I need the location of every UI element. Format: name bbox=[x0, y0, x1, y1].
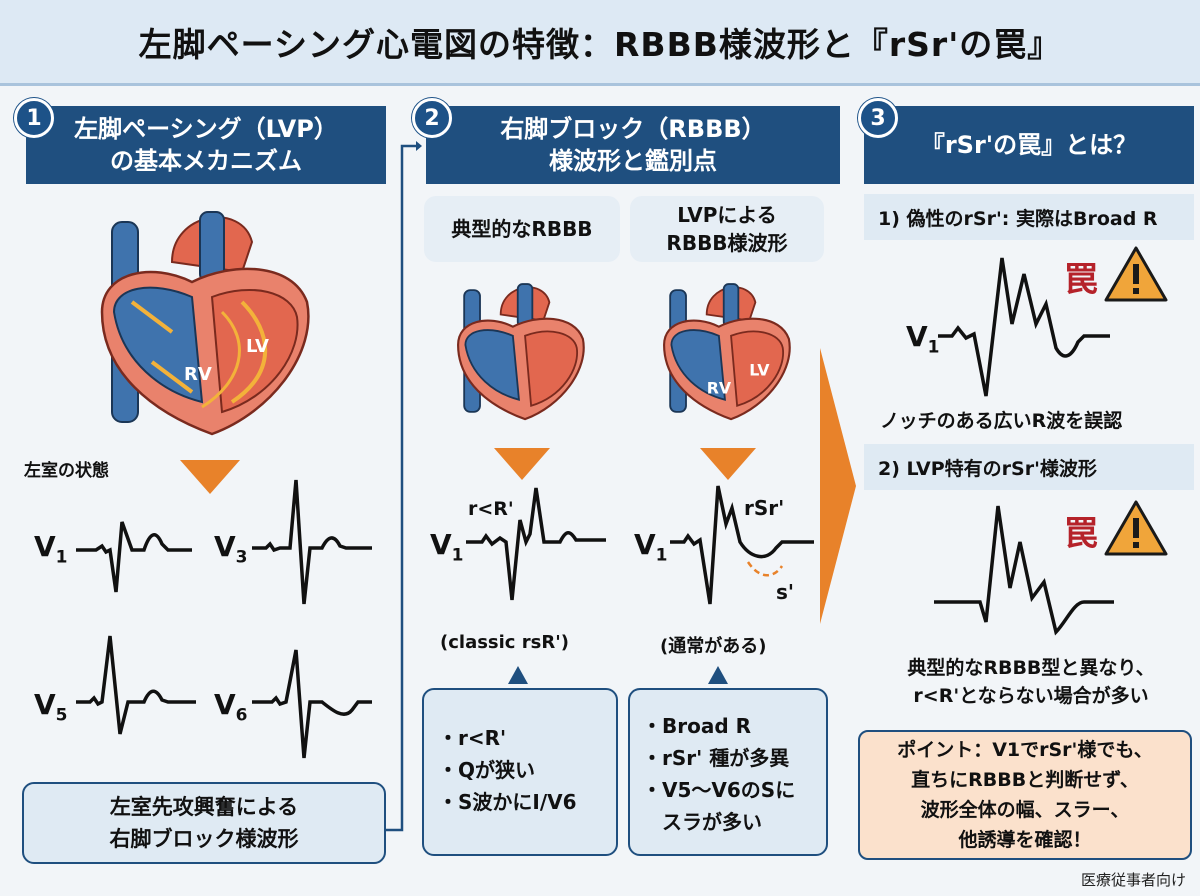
point-line: ポイント：V1でrSr'様でも、 bbox=[897, 739, 1153, 761]
heart-label-lv: LV bbox=[246, 336, 269, 357]
lvp-bullet: スラが多い bbox=[642, 810, 762, 834]
warning-icon bbox=[1104, 246, 1168, 302]
trap1-subheader: 1) 偽性のrSr': 実際はBroad R bbox=[864, 194, 1194, 240]
typical-bullet-list: ・r<R' ・Qが狭い ・S波かにI/V6 bbox=[438, 722, 577, 818]
panel2-header-line1: 右脚ブロック（RBBB） bbox=[500, 115, 766, 143]
down-arrow-icon-typical bbox=[494, 448, 550, 480]
trap1-description: ノッチのある広いR波を誤認 bbox=[880, 410, 1123, 432]
panel1-header: 左脚ペーシング（LVP） の基本メカニズム bbox=[26, 106, 386, 184]
trap1-kanji: 罠 bbox=[1064, 260, 1098, 300]
lvp-rbbb-title-line2: RBBB様波形 bbox=[666, 231, 788, 255]
trap2-description-line2: r<R'とならない場合が多い bbox=[913, 685, 1149, 707]
panel2-header: 右脚ブロック（RBBB） 様波形と鑑別点 bbox=[426, 106, 840, 184]
big-right-arrow-icon bbox=[820, 348, 856, 624]
ecg-trace-typical-rbbb bbox=[466, 487, 606, 601]
step-badge-3: 3 bbox=[858, 98, 898, 138]
heart2-label-lv: LV bbox=[749, 360, 770, 379]
typical-bullet: ・Qが狭い bbox=[438, 758, 536, 782]
lvp-summary-line2: 右脚ブロック様波形 bbox=[109, 827, 299, 851]
panel-rsr-trap: 3 『rSr'の罠』とは？ 1) 偽性のrSr': 実際はBroad R 罠 V… bbox=[852, 92, 1200, 876]
lead-label-v6: V6 bbox=[214, 688, 248, 726]
lvp-rbbb-title: LVPによる RBBB様波形 bbox=[630, 196, 824, 262]
point-box: ポイント：V1でrSr'様でも、 直ちにRBBBと判断せず、 波形全体の幅、スラ… bbox=[858, 730, 1192, 860]
trap2-kanji: 罠 bbox=[1064, 514, 1098, 554]
lvp-annotation-s: s' bbox=[776, 580, 795, 604]
caret-up-icon bbox=[508, 666, 528, 684]
title-bar: 左脚ペーシング心電図の特徴：RBBB様波形と『rSr'の罠』 bbox=[0, 0, 1200, 86]
lead-label-v3: V3 bbox=[214, 530, 248, 568]
ecg-trace-v5 bbox=[76, 635, 196, 735]
ecg-trace-v6 bbox=[252, 649, 372, 759]
page-title: 左脚ペーシング心電図の特徴：RBBB様波形と『rSr'の罠』 bbox=[138, 24, 1062, 64]
trap2-description: 典型的なRBBB型と異なり、 r<R'とならない場合が多い bbox=[876, 654, 1186, 710]
point-line: 他誘導を確認！ bbox=[958, 829, 1092, 851]
lvp-bullet: ・V5～V6のSに bbox=[642, 778, 796, 802]
lvp-rbbb-title-line1: LVPによる bbox=[677, 203, 777, 227]
typical-annotation: r<R' bbox=[468, 498, 514, 520]
ecg-trace-pseudo-rsr bbox=[938, 257, 1110, 397]
panel3-header: 『rSr'の罠』とは？ bbox=[864, 106, 1194, 184]
connector-line bbox=[386, 141, 422, 832]
down-arrow-icon-lvp bbox=[700, 448, 756, 480]
ecg-trace-lvp-rsr bbox=[934, 505, 1114, 636]
ecg-trace-v1 bbox=[76, 521, 192, 593]
trap2-description-line1: 典型的なRBBB型と異なり、 bbox=[907, 657, 1155, 679]
down-arrow-icon bbox=[180, 460, 240, 494]
heart-illustration-lvp-rbbb: RV LV bbox=[663, 283, 791, 421]
typical-bullet: ・r<R' bbox=[438, 726, 507, 750]
lv-state-label: 左室の状態 bbox=[24, 461, 109, 481]
lead-label-v1: V1 bbox=[34, 530, 68, 568]
lvp-summary-line1: 左室先攻興奮による bbox=[109, 795, 299, 819]
lvp-summary-box: 左室先攻興奮による 右脚ブロック様波形 bbox=[22, 782, 386, 864]
heart-label-rv: RV bbox=[184, 364, 212, 385]
lead-label-v5: V5 bbox=[34, 688, 68, 726]
warning-icon bbox=[1104, 500, 1168, 556]
heart2-label-rv: RV bbox=[707, 379, 732, 398]
panel1-header-line1: 左脚ペーシング（LVP） bbox=[74, 115, 338, 143]
trap1-lead-label: V1 bbox=[906, 320, 940, 358]
typical-lead-label: V1 bbox=[430, 528, 464, 566]
point-line: 波形全体の幅、スラー、 bbox=[920, 799, 1130, 821]
typical-caption: (classic rsR') bbox=[440, 632, 569, 653]
step-badge-1: 1 bbox=[14, 98, 54, 138]
lvp-bullet: ・rSr' 種が多異 bbox=[642, 746, 790, 770]
typical-bullets-box: ・r<R' ・Qが狭い ・S波かにI/V6 bbox=[422, 688, 618, 856]
step-badge-2: 2 bbox=[412, 98, 452, 138]
heart-illustration-typical bbox=[457, 283, 585, 421]
lvp-caption: (通常がある) bbox=[660, 636, 767, 657]
panel-lvp-mechanism: 1 左脚ペーシング（LVP） の基本メカニズム RV LV 左室の状態 V1 V… bbox=[0, 92, 396, 876]
typical-bullet: ・S波かにI/V6 bbox=[438, 790, 577, 814]
typical-rbbb-title: 典型的なRBBB bbox=[424, 196, 620, 262]
lvp-lead-label: V1 bbox=[634, 528, 668, 566]
ecg-trace-lvp-rbbb bbox=[670, 485, 814, 605]
ecg-trace-v3 bbox=[252, 479, 372, 605]
lvp-bullet-list: ・Broad R ・rSr' 種が多異 ・V5～V6のSに スラが多い bbox=[642, 710, 795, 838]
lvp-annotation-rsr: rSr' bbox=[744, 496, 785, 520]
point-line: 直ちにRBBBと判断せず、 bbox=[911, 769, 1139, 791]
panel-rbbb-differential: 2 右脚ブロック（RBBB） 様波形と鑑別点 典型的なRBBB r<R' V1 … bbox=[404, 92, 844, 876]
lvp-bullets-box: ・Broad R ・rSr' 種が多異 ・V5～V6のSに スラが多い bbox=[628, 688, 828, 856]
caret-up-icon-lvp bbox=[708, 666, 728, 684]
heart-illustration-lvp: RV LV bbox=[100, 211, 310, 436]
lvp-bullet: ・Broad R bbox=[642, 714, 752, 738]
audience-footer: 医療従事者向け bbox=[1080, 871, 1186, 889]
trap2-subheader: 2) LVP特有のrSr'様波形 bbox=[864, 444, 1194, 490]
panel1-header-line2: の基本メカニズム bbox=[110, 147, 302, 175]
panel2-header-line2: 様波形と鑑別点 bbox=[549, 147, 717, 175]
